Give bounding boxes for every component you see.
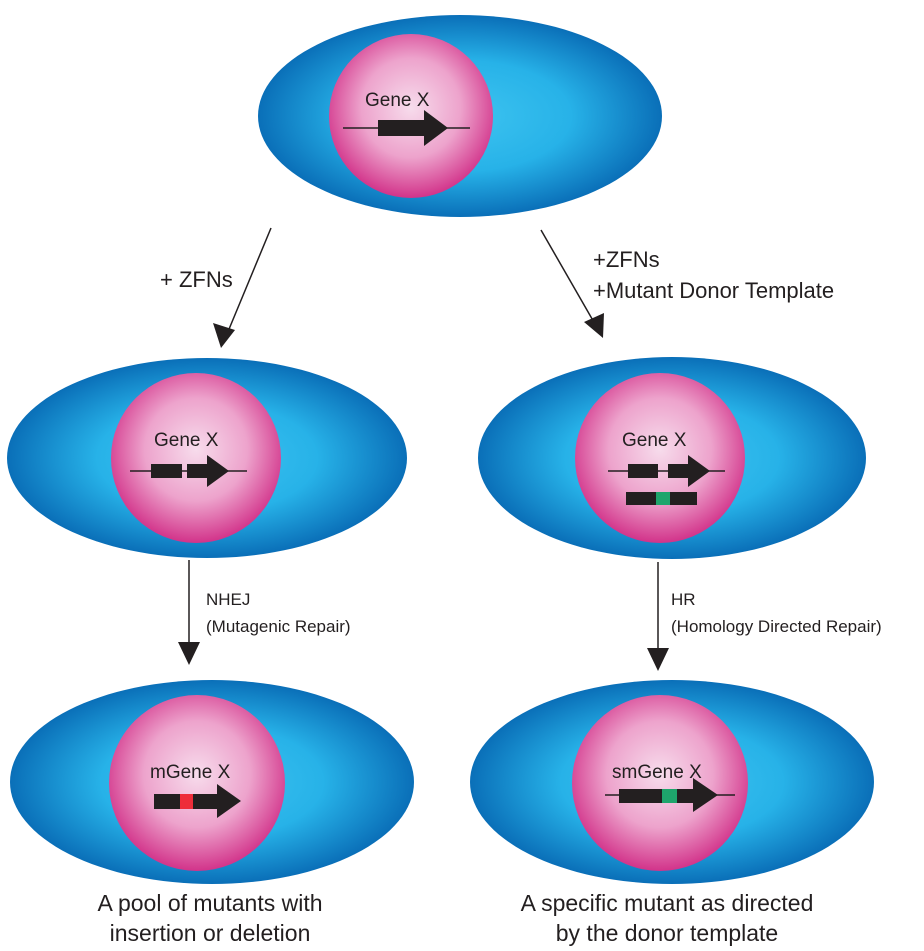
arrowhead-icon — [647, 648, 669, 671]
arrow-zfns-donor-right: +ZFNs +Mutant Donor Template — [541, 230, 834, 338]
nucleus — [329, 34, 493, 198]
nucleus — [111, 373, 281, 543]
arrowhead-icon — [584, 313, 604, 338]
arrow-nhej: NHEJ (Mutagenic Repair) — [178, 560, 351, 665]
repair-label-line2: (Homology Directed Repair) — [671, 617, 882, 636]
arrow-line — [541, 230, 595, 324]
caption-left-line2: insertion or deletion — [110, 920, 311, 946]
indel-mutation — [180, 794, 193, 809]
nucleus — [572, 695, 748, 871]
cell-bottom-right: smGene X — [470, 680, 874, 884]
gene-label: Gene X — [365, 90, 430, 111]
specific-mutation — [662, 789, 677, 803]
caption-left-line1: A pool of mutants with — [97, 890, 322, 916]
arrowhead-icon — [178, 642, 200, 665]
repair-label-line2: (Mutagenic Repair) — [206, 617, 351, 636]
gene-label: mGene X — [150, 762, 231, 783]
gene-label: Gene X — [622, 430, 687, 451]
donor-template-icon — [626, 492, 697, 505]
cell-bottom-left: mGene X — [10, 680, 414, 884]
treatment-label-line2: +Mutant Donor Template — [593, 278, 834, 303]
cell-top: Gene X — [258, 15, 662, 217]
treatment-label-line1: +ZFNs — [593, 247, 660, 272]
nucleus — [575, 373, 745, 543]
arrow-hr: HR (Homology Directed Repair) — [647, 562, 882, 671]
gene-label: Gene X — [154, 430, 219, 451]
arrow-line — [227, 228, 271, 334]
arrow-zfns-left: + ZFNs — [160, 228, 271, 348]
treatment-label: + ZFNs — [160, 267, 233, 292]
cell-middle-left: Gene X — [7, 358, 407, 558]
gene-label: smGene X — [612, 762, 702, 783]
caption-right-line1: A specific mutant as directed — [521, 890, 814, 916]
cell-middle-right: Gene X — [478, 357, 866, 559]
arrowhead-icon — [213, 323, 235, 348]
repair-label-line1: NHEJ — [206, 590, 250, 609]
caption-right-line2: by the donor template — [556, 920, 778, 946]
repair-label-line1: HR — [671, 590, 696, 609]
nucleus — [109, 695, 285, 871]
